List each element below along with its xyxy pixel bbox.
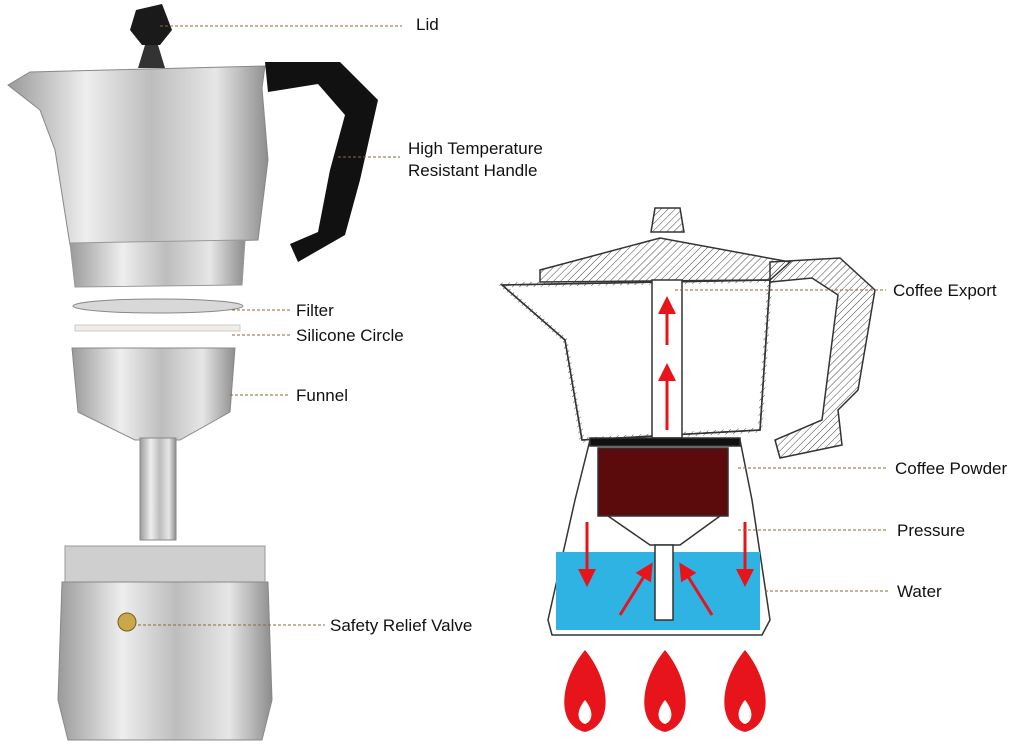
label-pressure: Pressure — [897, 521, 966, 540]
label-handle-line2: Resistant Handle — [408, 161, 538, 180]
leader-lines-right — [675, 289, 888, 592]
label-water: Water — [897, 582, 942, 601]
filter-part — [72, 298, 244, 314]
leader-lines-left — [138, 25, 402, 626]
label-funnel: Funnel — [296, 386, 348, 405]
upper-chamber — [7, 65, 269, 288]
label-safety-relief-valve: Safety Relief Valve — [330, 616, 473, 635]
funnel-part — [71, 347, 236, 541]
flow-arrows — [578, 296, 754, 616]
silicone-part — [74, 324, 241, 332]
lid-knob — [130, 4, 172, 68]
label-filter: Filter — [296, 301, 334, 320]
label-handle-line1: High Temperature — [408, 139, 543, 158]
handle — [265, 62, 378, 262]
label-coffee-export: Coffee Export — [893, 281, 997, 300]
label-coffee-powder: Coffee Powder — [895, 459, 1008, 478]
cross-section — [495, 207, 876, 636]
label-silicone-circle: Silicone Circle — [296, 326, 404, 345]
label-lid: Lid — [416, 15, 439, 34]
flame-icons — [564, 650, 766, 732]
lower-chamber — [57, 545, 273, 741]
